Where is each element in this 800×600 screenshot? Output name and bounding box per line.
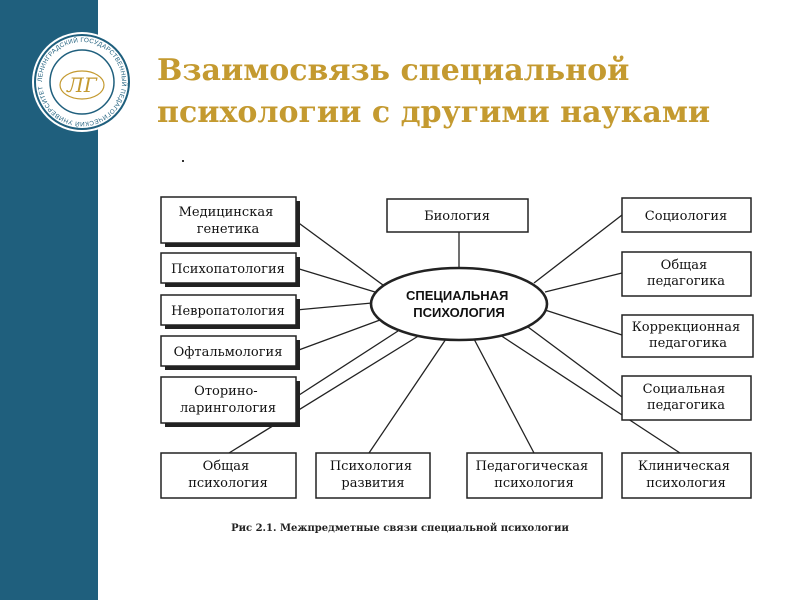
node-psychopathology: Психопатология	[160, 252, 300, 287]
node-label-line: развития	[341, 476, 404, 491]
node-label-line: Офтальмология	[174, 345, 283, 360]
node-clinical-psychology: Клиническая психология	[621, 452, 752, 499]
svg-text:Биология: Биология	[424, 209, 490, 224]
svg-text:Медицинская генетика: Медицинская генетика	[179, 205, 278, 237]
svg-text:Психология развития: Психология развития	[330, 459, 416, 491]
node-social-pedagogy: Социальная педагогика	[621, 375, 752, 421]
node-correctional-pedagogy: Коррекционная педагогика	[621, 314, 754, 358]
node-ophthalmology: Офтальмология	[160, 335, 300, 370]
svg-text:Общая педагогика: Общая педагогика	[647, 258, 725, 289]
node-label-line: психология	[494, 476, 574, 491]
node-pedagogical-psychology: Педагогическая психология	[466, 452, 603, 499]
figure-caption: Рис 2.1. Межпредметные связи специальной…	[231, 523, 569, 534]
node-label-line: педагогика	[649, 336, 727, 351]
node-label-line: педагогика	[647, 274, 725, 289]
node-label-line: Оторино-	[194, 384, 258, 399]
svg-text:Педагогическая психологи: Педагогическая психология	[476, 459, 593, 491]
node-label-line: Социология	[645, 209, 727, 224]
university-seal-icon: ЛЕНИНГРАДСКИЙ ГОСУДАРСТВЕННЫЙ ПЕДАГОГИЧЕ…	[32, 32, 132, 132]
node-label-line: Психология	[330, 459, 412, 474]
node-medical-genetics: Медицинская генетика	[160, 196, 300, 247]
node-general-psychology: Общая психология	[160, 452, 297, 499]
svg-text:Офтальмология: Офтальмология	[174, 345, 283, 360]
stray-dot	[182, 160, 184, 162]
node-label-line: Педагогическая	[476, 459, 589, 474]
node-label-line: Социальная	[643, 382, 726, 397]
node-label-line: психология	[188, 476, 268, 491]
node-label-line: Медицинская	[179, 205, 274, 220]
node-label-line: Психопатология	[171, 262, 285, 277]
center-label-line-1: СПЕЦИАЛЬНАЯ	[406, 288, 508, 303]
svg-text:Общая психология: Общая психология	[188, 459, 268, 491]
node-label-line: Биология	[424, 209, 490, 224]
svg-text:Социология: Социология	[645, 209, 727, 224]
center-label: СПЕЦИАЛЬНАЯ ПСИХОЛОГИЯ	[406, 288, 512, 320]
node-sociology: Социология	[621, 197, 752, 233]
center-ellipse	[369, 266, 549, 342]
svg-text:Невропатология: Невропатология	[171, 304, 285, 319]
title-line-1: Взаимосвязь специальной	[157, 53, 630, 88]
svg-text:Клиническая психология: Клиническая психология	[638, 459, 734, 491]
node-otolaryngology: Оторино- ларингология	[160, 376, 300, 427]
svg-text:Социальная педагогика: Социальная педагогика	[643, 382, 730, 413]
node-label-line: психология	[646, 476, 726, 491]
node-label-line: Клиническая	[638, 459, 730, 474]
node-label-line: Общая	[661, 258, 708, 273]
svg-text:Коррекционная педагогика: Коррекционная педагогика	[632, 320, 745, 351]
node-label-line: Общая	[203, 459, 250, 474]
svg-text:Психопатология: Психопатология	[171, 262, 285, 277]
svg-text:Оторино- ларингология: Оторино- ларингология	[180, 384, 276, 416]
node-general-pedagogy: Общая педагогика	[621, 251, 752, 297]
page-title: Взаимосвязь специальной психологии с дру…	[157, 50, 777, 134]
node-neuropathology: Невропатология	[160, 294, 300, 329]
node-label-line: ларингология	[180, 401, 276, 416]
seal-monogram: ЛГ	[66, 73, 98, 97]
node-developmental-psychology: Психология развития	[315, 452, 431, 499]
node-biology: Биология	[386, 198, 529, 233]
center-label-line-2: ПСИХОЛОГИЯ	[413, 305, 505, 320]
node-label-line: педагогика	[647, 398, 725, 413]
node-label-line: генетика	[197, 222, 260, 237]
node-label-line: Невропатология	[171, 304, 285, 319]
title-line-2: психологии с другими науками	[157, 95, 711, 130]
node-label-line: Коррекционная	[632, 320, 740, 335]
